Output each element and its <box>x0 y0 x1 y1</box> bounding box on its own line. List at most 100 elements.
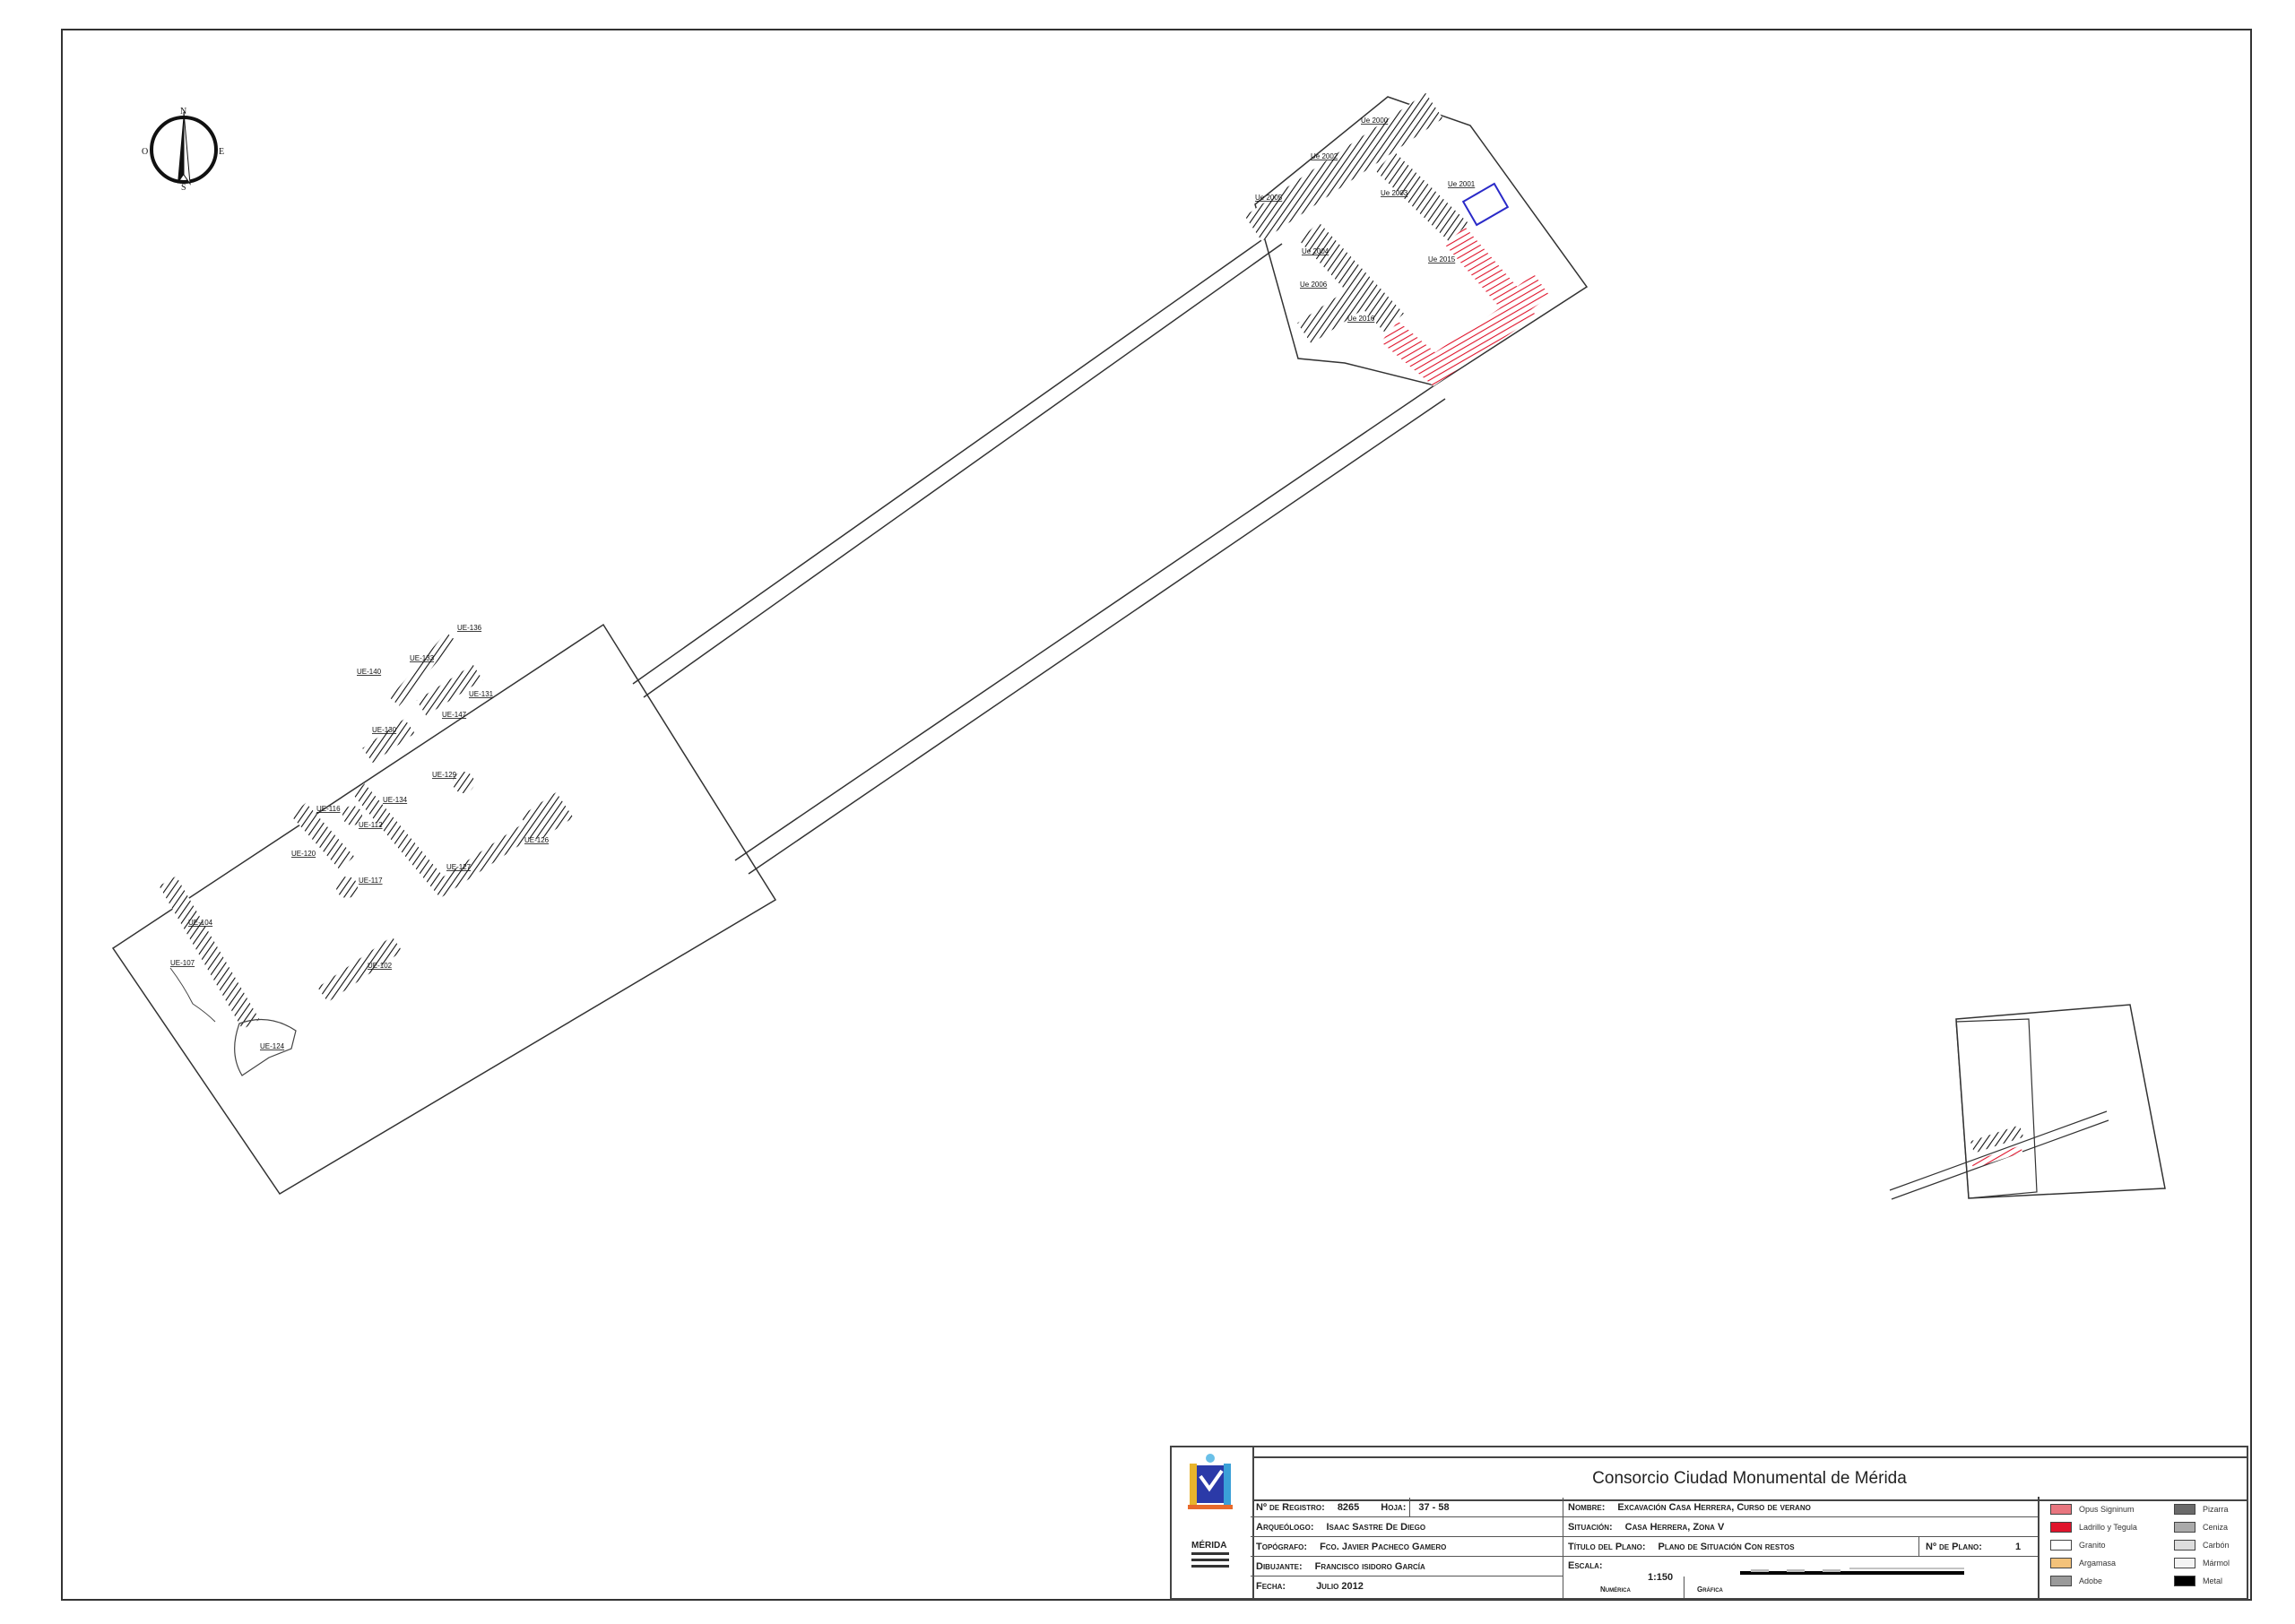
row-arqueologo: Arqueólogo: Isaac Sastre De Diego <box>1251 1517 1563 1537</box>
legend-label: Metal <box>2203 1576 2223 1585</box>
label-ue-2004: Ue 2004 <box>1302 247 1329 255</box>
label-ue-120: UE-120 <box>291 850 316 858</box>
dibujante-label: Dibujante: <box>1256 1560 1303 1572</box>
excavation-west: UE-136 UE-133 UE-140 UE-131 UE-147 UE-13… <box>111 623 777 1196</box>
label-ue-126: UE-126 <box>524 836 550 844</box>
label-ue-2005: Ue 2005 <box>1255 194 1283 202</box>
label-ue-130: UE-130 <box>372 726 397 734</box>
label-ue-131: UE-131 <box>469 690 494 698</box>
swatch <box>2050 1522 2072 1533</box>
titulo-label: Título del Plano: <box>1568 1541 1646 1552</box>
divider <box>1918 1537 1919 1557</box>
label-ue-140: UE-140 <box>357 668 382 676</box>
label-ue-136: UE-136 <box>457 624 482 632</box>
hoja-label: Hoja: <box>1381 1501 1407 1513</box>
swatch <box>2050 1540 2072 1551</box>
row-dibujante: Dibujante: Francisco isidoro García <box>1251 1557 1563 1576</box>
label-ue-2000: Ue 2000 <box>1361 117 1389 125</box>
swatch <box>2174 1576 2195 1586</box>
label-ue-147: UE-147 <box>442 711 467 719</box>
plano-label: Nº de Plano: <box>1926 1541 1982 1552</box>
drawing-frame <box>61 29 2252 1601</box>
nombre-label: Nombre: <box>1568 1501 1606 1513</box>
row-registro: Nº de Registro: 8265 Hoja: 37 - 58 <box>1251 1498 1563 1517</box>
arqueologo-label: Arqueólogo: <box>1256 1521 1314 1533</box>
legend-item: Opus Signinum <box>2050 1504 2135 1515</box>
organization-title: Consorcio Ciudad Monumental de Mérida <box>1252 1456 2247 1501</box>
legend-label: Granito <box>2079 1541 2106 1550</box>
row-nombre: Nombre: Excavación Casa Herrera, Curso d… <box>1563 1498 2038 1517</box>
compass-w: O <box>142 147 148 157</box>
label-ue-2001: Ue 2001 <box>1448 180 1476 188</box>
row-titulo: Título del Plano: Plano de Situación Con… <box>1563 1537 2038 1557</box>
label-ue-2003: Ue 2003 <box>1381 189 1408 197</box>
plano-value: 1 <box>2015 1541 2022 1552</box>
swatch <box>2174 1558 2195 1568</box>
topografo-label: Topógrafo: <box>1256 1541 1308 1552</box>
swatch <box>2050 1576 2072 1586</box>
legend-label: Opus Signinum <box>2079 1505 2135 1514</box>
compass-s: S <box>181 183 186 193</box>
materials-legend: Opus Signinum Ladrillo y Tegula Granito … <box>2038 1497 2250 1598</box>
legend-label: Pizarra <box>2203 1505 2229 1514</box>
arqueologo-value: Isaac Sastre De Diego <box>1326 1521 1426 1533</box>
topografo-value: Fco. Javier Pacheco Gamero <box>1320 1541 1447 1552</box>
label-ue-116: UE-116 <box>316 805 341 813</box>
titulo-value: Plano de Situación Con restos <box>1658 1541 1795 1552</box>
label-ue-112: UE-112 <box>359 821 383 829</box>
legend-item: Ceniza <box>2174 1522 2228 1533</box>
label-ue-127: UE-127 <box>446 863 472 871</box>
situacion-label: Situación: <box>1568 1521 1613 1533</box>
swatch <box>2174 1504 2195 1515</box>
fecha-label: Fecha: <box>1256 1581 1286 1592</box>
label-ue-129: UE-129 <box>432 771 457 779</box>
legend-label: Carbón <box>2203 1541 2230 1550</box>
registro-value: 8265 <box>1337 1501 1360 1513</box>
numerica-label: Numérica <box>1600 1585 1631 1594</box>
legend-item: Carbón <box>2174 1540 2230 1551</box>
situacion-value: Casa Herrera, Zona V <box>1624 1521 1725 1533</box>
label-ue-104: UE-104 <box>188 919 213 927</box>
excavation-east: Ue 2000 Ue 2002 Ue 2005 Ue 2003 Ue 2001 … <box>1244 92 1589 386</box>
escala-value: 1:150 <box>1648 1572 1674 1583</box>
row-situacion: Situación: Casa Herrera, Zona V <box>1563 1517 2038 1537</box>
label-ue-133: UE-133 <box>410 654 435 662</box>
compass-e: E <box>219 147 224 157</box>
legend-label: Argamasa <box>2079 1559 2117 1568</box>
swatch <box>2174 1522 2195 1533</box>
legend-item: Granito <box>2050 1540 2106 1551</box>
label-ue-2016: Ue 2016 <box>1347 315 1375 323</box>
row-topografo: Topógrafo: Fco. Javier Pacheco Gamero <box>1251 1537 1563 1557</box>
divider <box>1409 1498 1410 1517</box>
escala-section: Escala: 1:150 Numérica Gráfica <box>1563 1557 2038 1598</box>
label-ue-2015: Ue 2015 <box>1428 255 1456 263</box>
legend-label: Mármol <box>2203 1559 2230 1568</box>
hoja-value: 37 - 58 <box>1418 1501 1450 1513</box>
swatch <box>2050 1504 2072 1515</box>
label-ue-134: UE-134 <box>383 796 408 804</box>
legend-item: Mármol <box>2174 1558 2230 1568</box>
legend-item: Metal <box>2174 1576 2222 1586</box>
label-ue-107: UE-107 <box>170 959 195 967</box>
grafica-label: Gráfica <box>1697 1585 1723 1594</box>
label-ue-117: UE-117 <box>359 877 383 885</box>
excavation-southeast <box>1889 1004 2166 1200</box>
escala-label: Escala: <box>1568 1560 1603 1571</box>
graphic-scale-bar <box>1740 1568 1964 1575</box>
nombre-value: Excavación Casa Herrera, Curso de verano <box>1617 1501 1811 1513</box>
label-ue-124: UE-124 <box>260 1042 285 1050</box>
dibujante-value: Francisco isidoro García <box>1314 1560 1425 1572</box>
row-fecha: Fecha: Julio 2012 <box>1251 1576 1563 1596</box>
label-ue-2006: Ue 2006 <box>1300 281 1328 289</box>
swatch <box>2174 1540 2195 1551</box>
legend-item: Adobe <box>2050 1576 2102 1586</box>
legend-label: Adobe <box>2079 1576 2103 1585</box>
logo: MÉRIDA <box>1172 1447 1254 1598</box>
merida-logo-icon: MÉRIDA <box>1188 1454 1233 1568</box>
registro-label: Nº de Registro: <box>1256 1501 1325 1513</box>
compass-n: N <box>180 107 186 117</box>
label-ue-2002: Ue 2002 <box>1311 152 1338 160</box>
label-ue-102: UE-102 <box>368 962 393 970</box>
legend-item: Ladrillo y Tegula <box>2050 1522 2137 1533</box>
connector-lines <box>632 231 1446 875</box>
